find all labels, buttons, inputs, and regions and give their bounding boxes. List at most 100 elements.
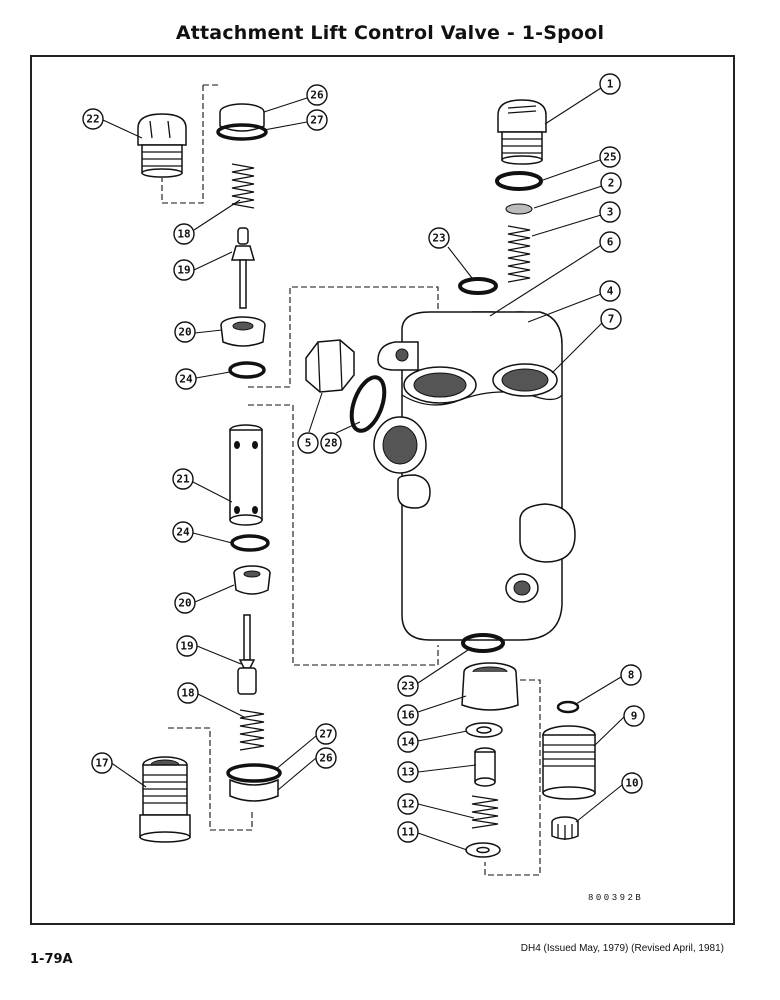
part-21-sleeve <box>229 424 263 526</box>
svg-text:4: 4 <box>607 285 614 298</box>
callout-8: 8 <box>620 664 642 686</box>
callout-9: 9 <box>623 705 645 727</box>
part-10-plug <box>551 816 579 840</box>
svg-text:5: 5 <box>305 437 312 450</box>
svg-text:28: 28 <box>324 437 337 450</box>
svg-text:19: 19 <box>180 640 193 653</box>
part-2-disc <box>505 203 533 215</box>
svg-text:21: 21 <box>176 473 190 486</box>
svg-text:20: 20 <box>178 597 191 610</box>
part-27-oring-bottom <box>226 763 282 783</box>
svg-text:18: 18 <box>181 687 194 700</box>
part-9-cap <box>542 725 596 800</box>
callout-19-bottom: 19 <box>176 635 198 657</box>
callout-19-top: 19 <box>173 259 195 281</box>
part-23-oring-bottom <box>461 633 505 653</box>
figure-code: 800392B <box>588 893 644 903</box>
svg-text:25: 25 <box>603 151 616 164</box>
svg-text:19: 19 <box>177 264 190 277</box>
page-title: Attachment Lift Control Valve - 1-Spool <box>175 22 605 44</box>
callout-3: 3 <box>599 201 621 223</box>
callout-12: 12 <box>397 793 419 815</box>
svg-text:18: 18 <box>177 228 190 241</box>
callout-18-top: 18 <box>173 223 195 245</box>
part-7-valve-body <box>373 311 576 641</box>
part-20-seat-bottom <box>233 565 271 595</box>
svg-text:14: 14 <box>401 736 415 749</box>
svg-text:26: 26 <box>310 89 324 102</box>
part-18-spring-top <box>231 163 255 209</box>
callout-21: 21 <box>172 468 194 490</box>
part-22-plug <box>137 113 187 178</box>
part-8-ring <box>556 700 580 714</box>
part-28-oring <box>349 375 387 433</box>
callout-26-bottom: 26 <box>315 747 337 769</box>
diagram-frame <box>30 55 735 925</box>
callout-1: 1 <box>599 73 621 95</box>
svg-text:16: 16 <box>401 709 415 722</box>
svg-text:24: 24 <box>179 373 193 386</box>
svg-text:24: 24 <box>176 526 190 539</box>
part-5-plug <box>305 339 355 393</box>
callout-16: 16 <box>397 704 419 726</box>
svg-text:2: 2 <box>608 177 615 190</box>
svg-text:11: 11 <box>401 826 415 839</box>
svg-text:8: 8 <box>628 669 635 682</box>
svg-text:12: 12 <box>401 798 414 811</box>
callout-24-top: 24 <box>175 368 197 390</box>
callout-20-bottom: 20 <box>174 592 196 614</box>
callout-5: 5 <box>297 432 319 454</box>
svg-text:1: 1 <box>607 78 614 91</box>
callout-26-top: 26 <box>306 84 328 106</box>
callout-10: 10 <box>621 772 643 794</box>
part-11-washer <box>465 842 501 858</box>
part-17-plug <box>139 756 191 843</box>
svg-text:23: 23 <box>401 680 414 693</box>
callout-11: 11 <box>397 821 419 843</box>
leader-lines <box>102 87 625 851</box>
part-23-oring-top <box>458 277 498 295</box>
revision-note: DH4 (Issued May, 1979) (Revised April, 1… <box>520 943 724 954</box>
part-20-seat-top <box>220 316 266 347</box>
callout-24-bottom: 24 <box>172 521 194 543</box>
callout-17: 17 <box>91 752 113 774</box>
callout-27-bottom: 27 <box>315 723 337 745</box>
svg-text:7: 7 <box>608 313 615 326</box>
part-19-poppet-top <box>231 227 255 309</box>
svg-text:23: 23 <box>432 232 445 245</box>
part-24-oring-top <box>228 361 266 379</box>
svg-text:13: 13 <box>401 766 414 779</box>
svg-text:17: 17 <box>95 757 108 770</box>
callout-22: 22 <box>82 108 104 130</box>
svg-text:27: 27 <box>319 728 332 741</box>
callout-27-top: 27 <box>306 109 328 131</box>
page-number: 1-79A <box>30 952 73 967</box>
svg-text:3: 3 <box>607 206 614 219</box>
callout-23-bottom: 23 <box>397 675 419 697</box>
part-24-oring-bottom <box>230 534 270 552</box>
part-12-spring <box>471 795 499 829</box>
svg-text:27: 27 <box>310 114 323 127</box>
callout-13: 13 <box>397 761 419 783</box>
svg-text:6: 6 <box>607 236 614 249</box>
part-16-bushing <box>461 662 519 711</box>
callout-25: 25 <box>599 146 621 168</box>
part-27-oring-top <box>216 123 268 141</box>
part-18-spring-bottom <box>239 709 265 751</box>
svg-text:9: 9 <box>631 710 638 723</box>
callout-23-top: 23 <box>428 227 450 249</box>
callout-20-top: 20 <box>174 321 196 343</box>
part-19-poppet-bottom <box>237 614 257 695</box>
part-3-spring <box>507 225 531 283</box>
part-14-washer <box>465 722 503 738</box>
callout-2: 2 <box>600 172 622 194</box>
part-1-plug <box>497 99 547 165</box>
callout-7: 7 <box>600 308 622 330</box>
svg-text:10: 10 <box>625 777 638 790</box>
callout-6: 6 <box>599 231 621 253</box>
svg-text:20: 20 <box>178 326 191 339</box>
callout-28: 28 <box>320 432 342 454</box>
part-26-cap-bottom <box>229 778 279 802</box>
part-13-sleeve <box>474 747 496 787</box>
